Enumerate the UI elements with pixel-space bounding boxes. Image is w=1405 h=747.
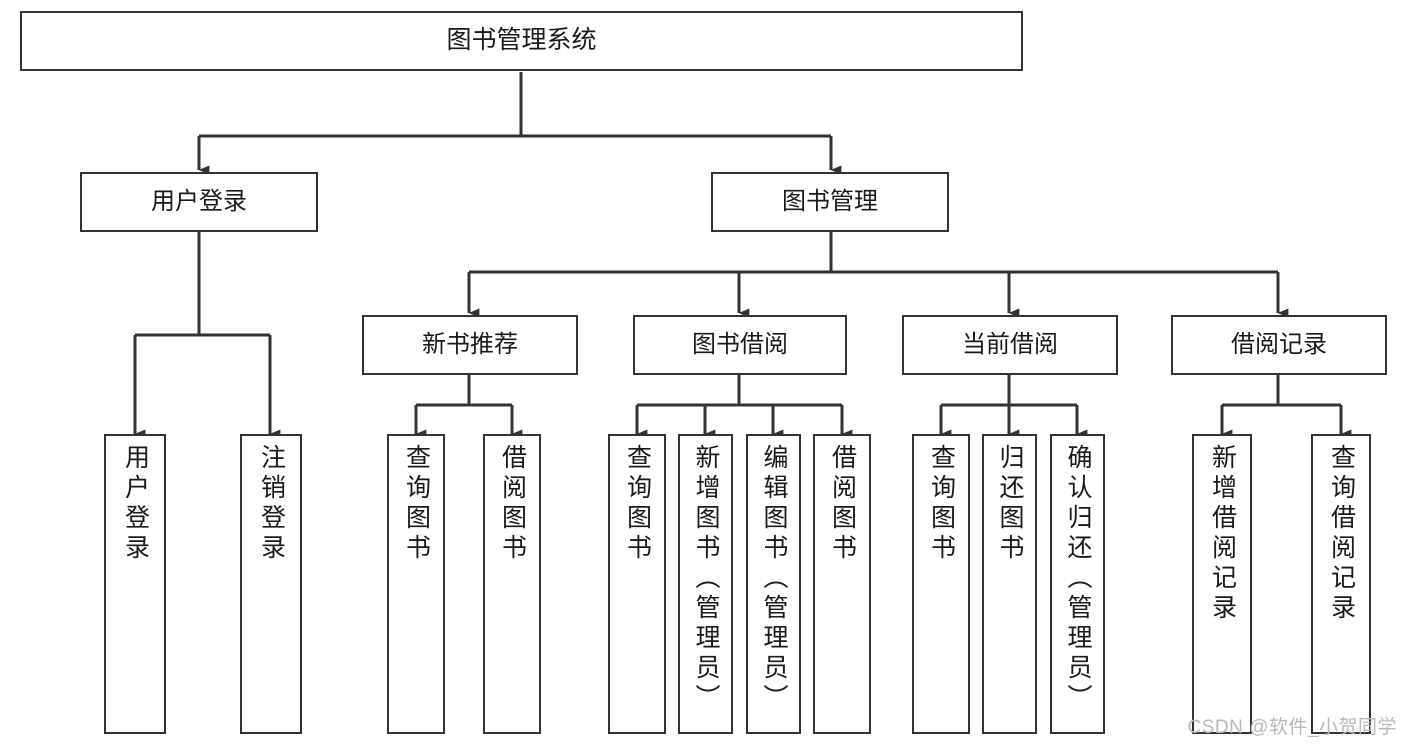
node-label: 新增图书（管理员） — [692, 444, 720, 714]
leaf-book-borrow-edit-book-admin[interactable]: 编辑图书（管理员） — [746, 434, 801, 734]
node-label: 用户登录 — [121, 444, 150, 564]
leaf-book-borrow-add-book-admin[interactable]: 新增图书（管理员） — [678, 434, 733, 734]
node-label: 查询图书 — [927, 444, 956, 564]
node-label: 确认归还（管理员） — [1064, 444, 1092, 714]
node-label: 新书推荐 — [422, 330, 518, 358]
node-label: 新增借阅记录 — [1208, 444, 1237, 624]
node-book-borrow[interactable]: 图书借阅 — [633, 315, 847, 375]
node-label: 借阅图书 — [498, 444, 527, 564]
node-label: 图书管理 — [782, 187, 878, 215]
node-label: 用户登录 — [151, 187, 247, 215]
node-label: 归还图书 — [996, 444, 1024, 564]
leaf-new-book-borrow-book[interactable]: 借阅图书 — [483, 434, 541, 734]
leaf-user-login-login[interactable]: 用户登录 — [104, 434, 166, 734]
leaf-borrow-record-add-record[interactable]: 新增借阅记录 — [1192, 434, 1252, 734]
leaf-current-borrow-confirm-return-admin[interactable]: 确认归还（管理员） — [1050, 434, 1105, 734]
node-label: 查询图书 — [623, 444, 652, 564]
node-label: 图书借阅 — [692, 330, 788, 358]
leaf-borrow-record-query-record[interactable]: 查询借阅记录 — [1311, 434, 1371, 734]
node-user-login[interactable]: 用户登录 — [80, 172, 318, 232]
node-current-borrow[interactable]: 当前借阅 — [902, 315, 1118, 375]
node-root-book-management-system[interactable]: 图书管理系统 — [20, 11, 1023, 71]
node-label: 当前借阅 — [962, 330, 1058, 358]
leaf-book-borrow-query-book[interactable]: 查询图书 — [608, 434, 666, 734]
node-label: 借阅图书 — [828, 444, 857, 564]
leaf-user-login-logout[interactable]: 注销登录 — [240, 434, 302, 734]
node-label: 图书管理系统 — [446, 26, 597, 55]
node-book-management[interactable]: 图书管理 — [711, 172, 949, 232]
node-label: 查询借阅记录 — [1327, 444, 1356, 624]
leaf-new-book-query-book[interactable]: 查询图书 — [387, 434, 445, 734]
csdn-watermark: CSDN @软件_小贺同学 — [1187, 717, 1397, 738]
leaf-book-borrow-borrow-book[interactable]: 借阅图书 — [813, 434, 871, 734]
node-new-book-recommend[interactable]: 新书推荐 — [362, 315, 578, 375]
node-label: 编辑图书（管理员） — [760, 444, 788, 714]
node-label: 注销登录 — [257, 444, 286, 564]
leaf-current-borrow-query-book[interactable]: 查询图书 — [912, 434, 970, 734]
leaf-current-borrow-return-book[interactable]: 归还图书 — [982, 434, 1037, 734]
node-label: 借阅记录 — [1231, 330, 1327, 358]
node-borrow-record[interactable]: 借阅记录 — [1171, 315, 1387, 375]
node-label: 查询图书 — [402, 444, 431, 564]
